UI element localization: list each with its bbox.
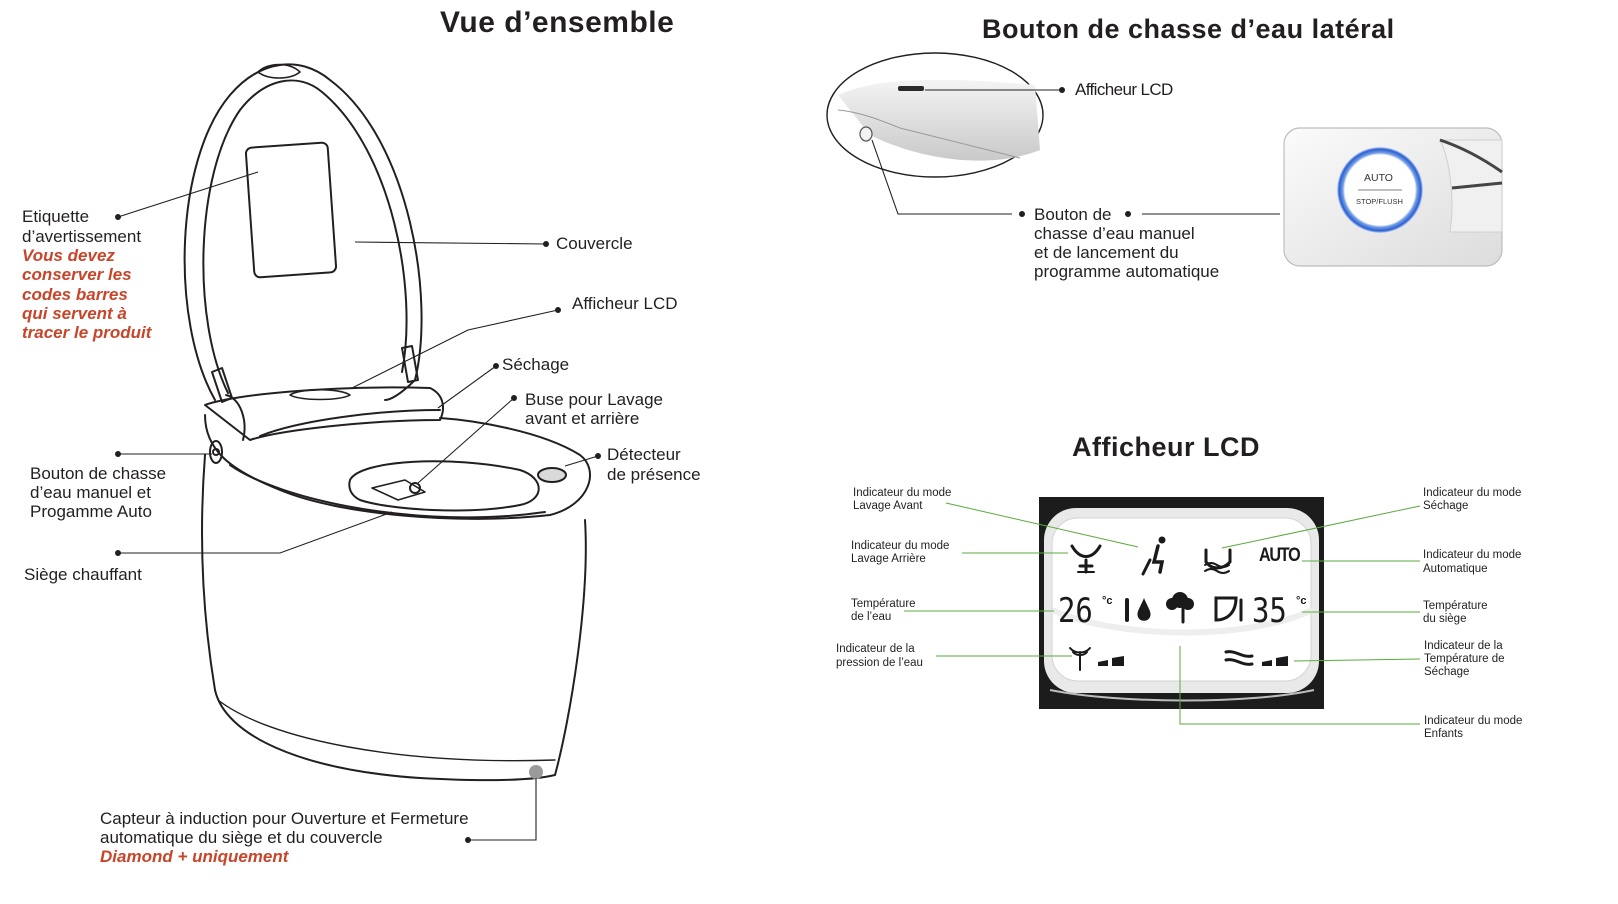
overview-leader-dots (115, 214, 601, 843)
flush-button-stop-text: STOP/FLUSH (1356, 197, 1403, 206)
lcd-dry-temp-line3: Séchage (1424, 666, 1470, 678)
induction-label-line2: automatique du siège et du couvercle (100, 828, 383, 847)
side-flush-title: Bouton de chasse d’eau latéral (982, 14, 1395, 44)
side-flush-button-line3: et de lancement du (1034, 243, 1179, 262)
nozzle-label-line2: avant et arrière (525, 409, 640, 428)
heated-seat-label: Siège chauffant (24, 565, 142, 584)
lcd-water-temp-line2: de l’eau (851, 611, 892, 623)
flush-button-label-line3: Progamme Auto (30, 502, 152, 521)
lcd-drying-line2: Séchage (1423, 500, 1469, 512)
presence-label-line1: Détecteur (607, 445, 681, 464)
lcd-drying-line1: Indicateur du mode (1423, 487, 1522, 499)
lcd-panel (1039, 497, 1324, 709)
lcd-kids-line1: Indicateur du mode (1424, 715, 1523, 727)
induction-note: Diamond + uniquement (100, 847, 289, 866)
lcd-title: Afficheur LCD (1072, 432, 1260, 462)
overview-title: Vue d’ensemble (440, 6, 675, 39)
lcd-front-wash-line1: Indicateur du mode (853, 487, 952, 499)
lcd-pressure-line2: pression de l’eau (836, 657, 923, 669)
side-flush-leaders (871, 89, 1280, 215)
lcd-dry-temp-line1: Indicateur de la (1424, 640, 1503, 652)
warning-note-line2: conserver les (22, 265, 132, 284)
warning-note-line3: codes barres (22, 285, 128, 304)
lcd-seat-temp-line2: du siège (1423, 613, 1467, 625)
lcd-screen-seat-unit: °c (1296, 595, 1307, 607)
lcd-auto-line2: Automatique (1423, 563, 1488, 575)
warning-note-line4: qui servent à (22, 304, 127, 323)
lcd-screen-auto: AUTO (1259, 545, 1301, 566)
side-flush-button-line1: Bouton de (1034, 205, 1112, 224)
presence-label-line2: de présence (607, 465, 701, 484)
lcd-screen-water-temp: 26 (1058, 591, 1093, 631)
lcd-pressure-line1: Indicateur de la (836, 643, 915, 655)
lcd-rear-wash-line2: Lavage Arrière (851, 553, 926, 565)
warning-note-line5: tracer le produit (22, 323, 152, 342)
lcd-kids-line2: Enfants (1424, 728, 1463, 740)
flush-button-label-line1: Bouton de chasse (30, 464, 167, 483)
lcd-screen-water-unit: °c (1102, 595, 1113, 607)
warning-label-line2: d’avertissement (22, 227, 142, 246)
flush-button-label-line2: d’eau manuel et (30, 483, 151, 502)
overview-leaders (117, 171, 599, 841)
lcd-water-temp-line1: Température (851, 598, 916, 610)
side-flush-illustration (826, 52, 1503, 267)
drying-label: Séchage (502, 355, 570, 374)
lcd-auto-line1: Indicateur du mode (1423, 549, 1522, 561)
warning-note-line1: Vous devez (22, 246, 115, 265)
lcd-leaders (904, 502, 1421, 725)
lcd-rear-wash-line1: Indicateur du mode (851, 540, 950, 552)
nozzle-label-line1: Buse pour Lavage (525, 390, 663, 409)
warning-label-line1: Etiquette (22, 207, 90, 226)
induction-label-line1: Capteur à induction pour Ouverture et Fe… (100, 809, 469, 828)
lcd-screen-seat-temp: 35 (1252, 591, 1287, 631)
lcd-dry-temp-line2: Température de (1424, 653, 1505, 665)
lcd-display-label: Afficheur LCD (572, 294, 678, 313)
side-flush-button-line4: programme automatique (1034, 262, 1220, 281)
side-flush-button-line2: chasse d’eau manuel (1034, 224, 1195, 243)
lcd-front-wash-line2: Lavage Avant (853, 500, 923, 512)
lcd-seat-temp-line1: Température (1423, 600, 1488, 612)
cover-label: Couvercle (556, 234, 633, 253)
toilet-illustration (183, 63, 591, 782)
side-flush-lcd-label: Afficheur LCD (1075, 80, 1173, 99)
flush-button-auto-text: AUTO (1364, 172, 1393, 184)
